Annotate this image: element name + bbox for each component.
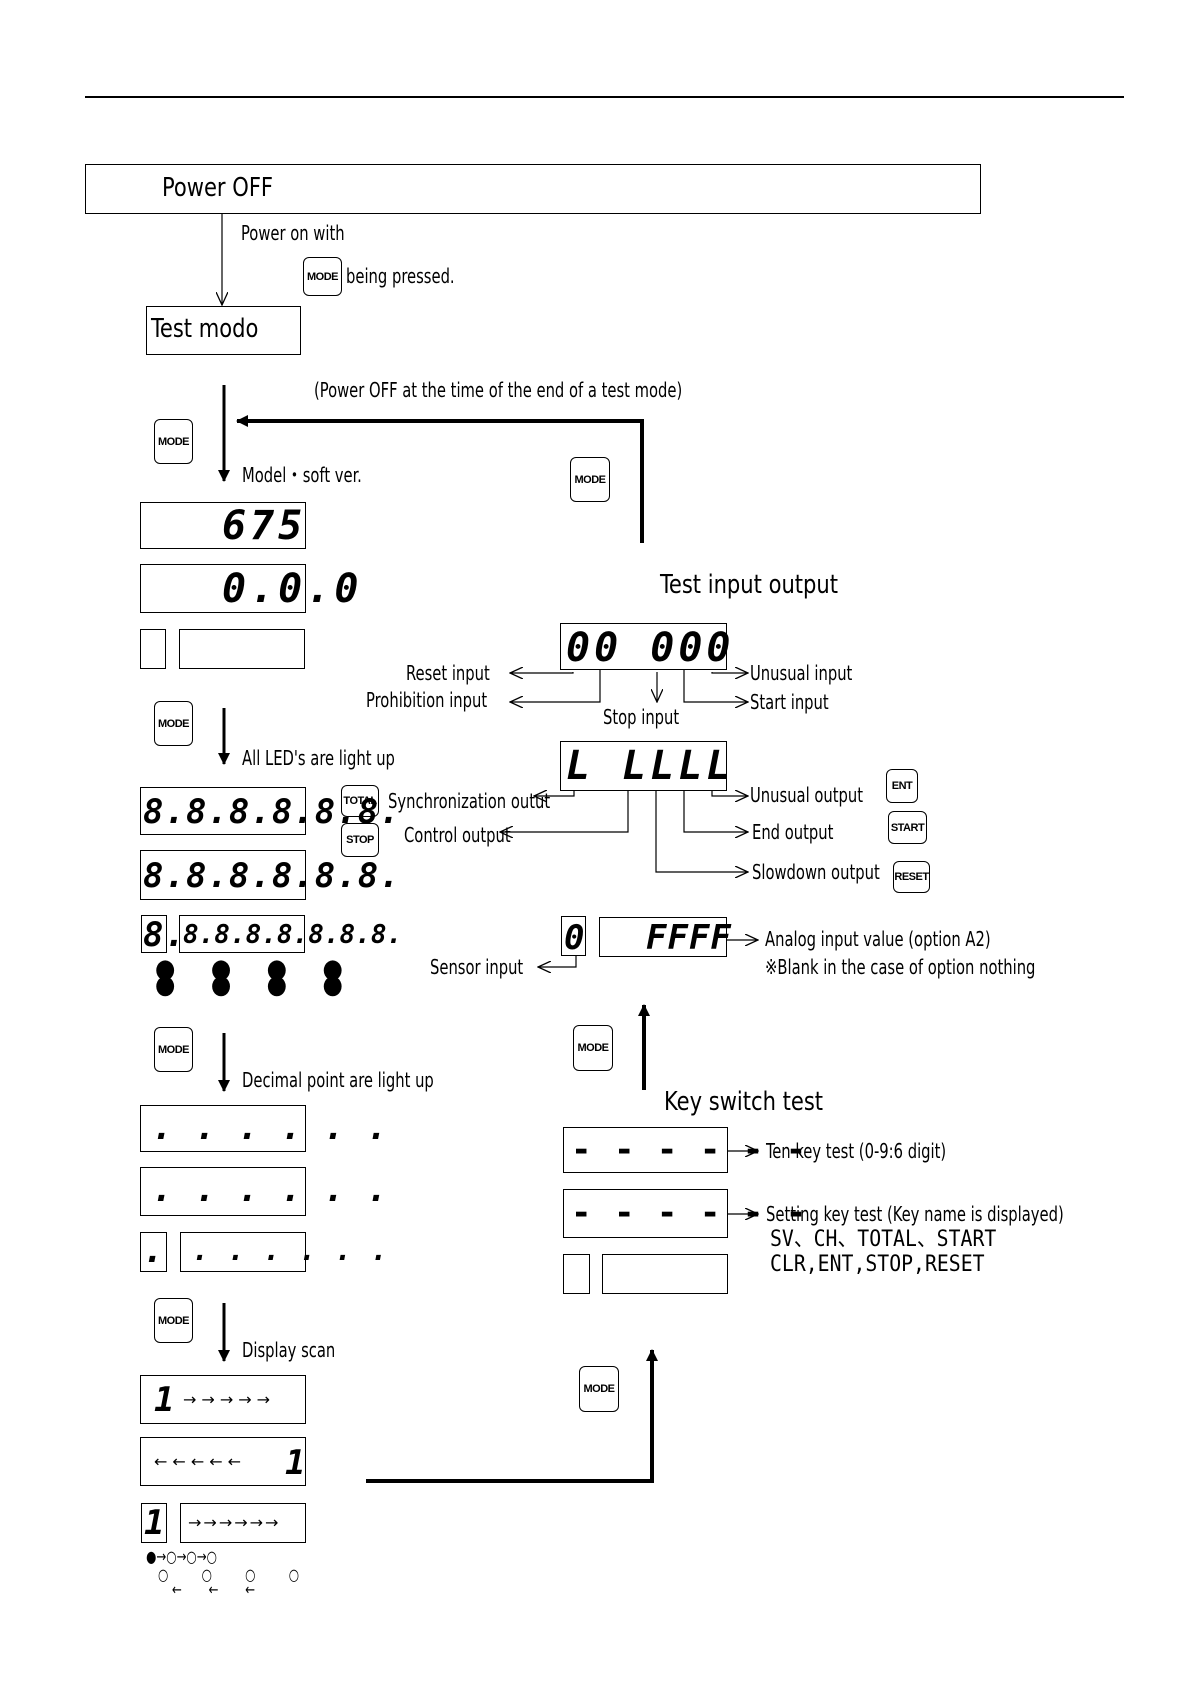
key-switch-test-label: Key switch test xyxy=(664,1087,824,1117)
start-key-icon[interactable]: START xyxy=(888,811,927,844)
model-digits: 675 xyxy=(222,503,307,549)
model-display xyxy=(140,502,306,549)
power-off-box xyxy=(85,164,981,214)
scan-wide-display xyxy=(180,1503,306,1543)
scan-ch-display xyxy=(141,1503,167,1543)
reset-input-label: Reset input xyxy=(406,661,490,685)
prohibition-input-label: Prohibition input xyxy=(366,688,488,712)
ten-key-dashes: - - - - - - xyxy=(571,1130,808,1170)
value-display-blank xyxy=(179,629,305,669)
all-leds-display-1 xyxy=(140,787,306,835)
power-on-label: Power on with xyxy=(241,221,345,245)
setting-keys-list-2: CLR,ENT,STOP,RESET xyxy=(770,1252,985,1277)
scan-led-sequence-back: ← ← ← xyxy=(172,1580,267,1599)
mode-key-icon[interactable]: MODE xyxy=(570,457,610,502)
slowdown-output-label: Slowdown output xyxy=(752,860,880,884)
status-leds-lit: ● ● ● ● xyxy=(155,954,357,984)
ent-key-icon[interactable]: ENT xyxy=(886,769,918,803)
unusual-output-label: Unusual output xyxy=(750,783,864,807)
ch-display-blank xyxy=(140,629,166,669)
setting-key-test-label: Setting key test (Key name is displayed) xyxy=(766,1202,1064,1226)
total-key-icon[interactable]: TOTAL xyxy=(341,785,379,817)
all-leds-wide-digits: 8.8.8.8.8.8.8. xyxy=(183,920,403,950)
sensor-digit: 0 xyxy=(564,918,586,958)
key-test-value-blank xyxy=(602,1254,728,1294)
setting-key-dashes: - - - - - - xyxy=(571,1193,808,1233)
test-mode-box xyxy=(146,306,301,355)
decimal-wide-dots: . . . . . . xyxy=(192,1234,389,1267)
mode-key-icon[interactable]: MODE xyxy=(154,419,193,464)
ten-key-test-label: Ten key test (0-9:6 digit) xyxy=(766,1139,947,1163)
scan-to-key-arrow xyxy=(366,1349,658,1483)
analog-digits: FFFF xyxy=(646,918,732,958)
analog-display xyxy=(599,917,727,957)
mode-key-icon[interactable]: MODE xyxy=(154,1298,193,1343)
version-display xyxy=(140,564,306,613)
io-input-digits: 00 000 xyxy=(566,625,735,671)
decimal-ch-dot: . xyxy=(143,1231,165,1271)
decimal-dots-2: . . . . . . xyxy=(152,1170,389,1210)
scan-led-sequence-top: ●→○→○→○ xyxy=(146,1547,217,1566)
decimal-ch-display xyxy=(140,1232,167,1272)
control-output-label: Control output xyxy=(404,823,511,847)
decimal-display-2 xyxy=(140,1167,306,1216)
stop-key-icon[interactable]: STOP xyxy=(341,823,379,857)
all-leds-ch-display xyxy=(141,915,167,953)
mode-key-icon[interactable]: MODE xyxy=(154,701,193,746)
end-output-label: End output xyxy=(752,820,834,844)
key-test-ch-blank xyxy=(563,1254,590,1294)
sync-output-label: Synchronization outut xyxy=(388,789,551,813)
scan-ch-digit: 1 xyxy=(144,1503,166,1543)
scan-arrows-right: →→→→→ xyxy=(183,1390,276,1409)
mode-key-icon[interactable]: MODE xyxy=(579,1366,619,1412)
stop-input-label: Stop input xyxy=(603,705,680,729)
mode-key-icon[interactable]: MODE xyxy=(303,257,342,296)
unusual-input-label: Unusual input xyxy=(750,661,853,685)
display-scan-label: Display scan xyxy=(242,1338,336,1362)
all-leds-label: All LED's are light up xyxy=(242,746,395,770)
being-pressed-label: being pressed. xyxy=(346,264,455,288)
analog-blank-note: ※Blank in the case of option nothing xyxy=(765,955,1036,979)
power-off-label: Power OFF xyxy=(162,173,274,203)
scan-arrows-left: ←←←←← xyxy=(154,1452,247,1471)
all-leds-digits-1: 8.8.8.8.8.8. xyxy=(143,792,401,832)
sensor-display xyxy=(561,916,586,956)
scan-display-2 xyxy=(140,1437,306,1486)
all-leds-wide-display xyxy=(179,915,305,953)
all-leds-digits-2: 8.8.8.8.8.8. xyxy=(143,856,401,896)
test-mode-label: Test modo xyxy=(151,314,259,344)
start-input-label: Start input xyxy=(750,690,829,714)
scan-digit-2: 1 xyxy=(285,1443,307,1483)
test-io-title: Test input output xyxy=(660,570,839,600)
mode-key-icon[interactable]: MODE xyxy=(573,1025,613,1071)
status-leds-lit-2: ● ● ● ● xyxy=(155,970,357,1000)
scan-led-sequence-bottom: ○ ○ ○ ○ xyxy=(158,1565,314,1584)
reset-key-icon[interactable]: RESET xyxy=(893,861,930,893)
io-output-digits: L LLLL xyxy=(566,743,735,789)
ten-key-display xyxy=(563,1127,728,1173)
sensor-input-label: Sensor input xyxy=(430,955,524,979)
setting-keys-list-1: SV、CH、TOTAL、START xyxy=(770,1227,997,1252)
mode-key-icon[interactable]: MODE xyxy=(154,1027,193,1072)
decimal-dots-1: . . . . . . xyxy=(152,1108,389,1148)
decimal-display-1 xyxy=(140,1105,306,1152)
version-digits: 0.0.0 xyxy=(222,566,363,612)
setting-key-display xyxy=(563,1189,728,1238)
all-leds-display-2 xyxy=(140,850,306,900)
model-soft-label: Model・soft ver. xyxy=(242,463,362,487)
all-leds-ch-digit: 8. xyxy=(143,915,186,955)
scan-display-1 xyxy=(140,1375,306,1424)
io-input-display xyxy=(560,623,727,670)
decimal-wide-display xyxy=(180,1232,306,1272)
analog-input-label: Analog input value (option A2) xyxy=(765,927,991,951)
power-off-note: (Power OFF at the time of the end of a t… xyxy=(314,378,683,402)
scan-digit-1: 1 xyxy=(154,1380,176,1420)
io-output-display xyxy=(560,741,727,791)
decimal-label: Decimal point are light up xyxy=(242,1068,434,1092)
return-arrow xyxy=(236,415,644,543)
scan-arrows-wide: →→→→→→ xyxy=(188,1513,281,1532)
